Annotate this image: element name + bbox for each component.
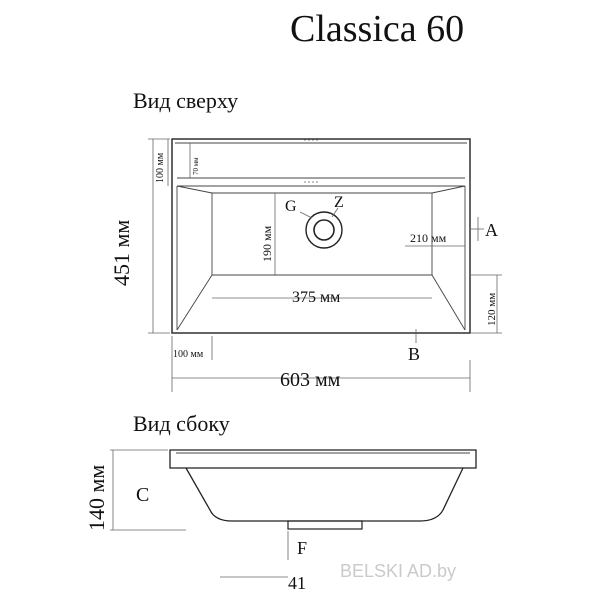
left-dimension-label: 100 мм (173, 349, 204, 360)
marker-a-label: A (485, 220, 498, 240)
rim-inner-dimension-label: 70 мм (192, 157, 200, 175)
side-view-heading: Вид сбоку (133, 411, 230, 436)
marker-z-label: Z (334, 194, 344, 211)
bowl-width-dimension-label: 375 мм (292, 289, 340, 306)
drain-outer-circle (305, 211, 343, 249)
side-view-drawing (169, 449, 477, 530)
height-dimension-label: 451 мм (109, 220, 134, 286)
side-view-dimensions (110, 449, 289, 578)
marker-f-label: F (297, 538, 307, 558)
rim-dimension-label: 100 мм (155, 152, 166, 183)
drain-inner-circle (313, 219, 335, 241)
bottom-dimension-label: 41 (288, 573, 306, 593)
front-dimension-label: 120 мм (486, 293, 498, 326)
marker-c-label: C (136, 484, 149, 506)
top-view-dimensions (148, 138, 502, 392)
width-dimension-label: 603 мм (280, 369, 341, 391)
marker-g-label: G (285, 198, 297, 215)
bowl-depth-dimension-label: 190 мм (260, 225, 274, 262)
side-dimension-label: 210 мм (410, 231, 447, 245)
watermark: BELSKI AD.by (340, 561, 456, 581)
side-height-dimension-label: 140 мм (84, 465, 109, 531)
marker-b-label: B (408, 344, 420, 364)
page-title: Classica 60 (290, 8, 464, 50)
top-view-drawing (171, 138, 471, 334)
top-view-heading: Вид сверху (133, 88, 238, 113)
